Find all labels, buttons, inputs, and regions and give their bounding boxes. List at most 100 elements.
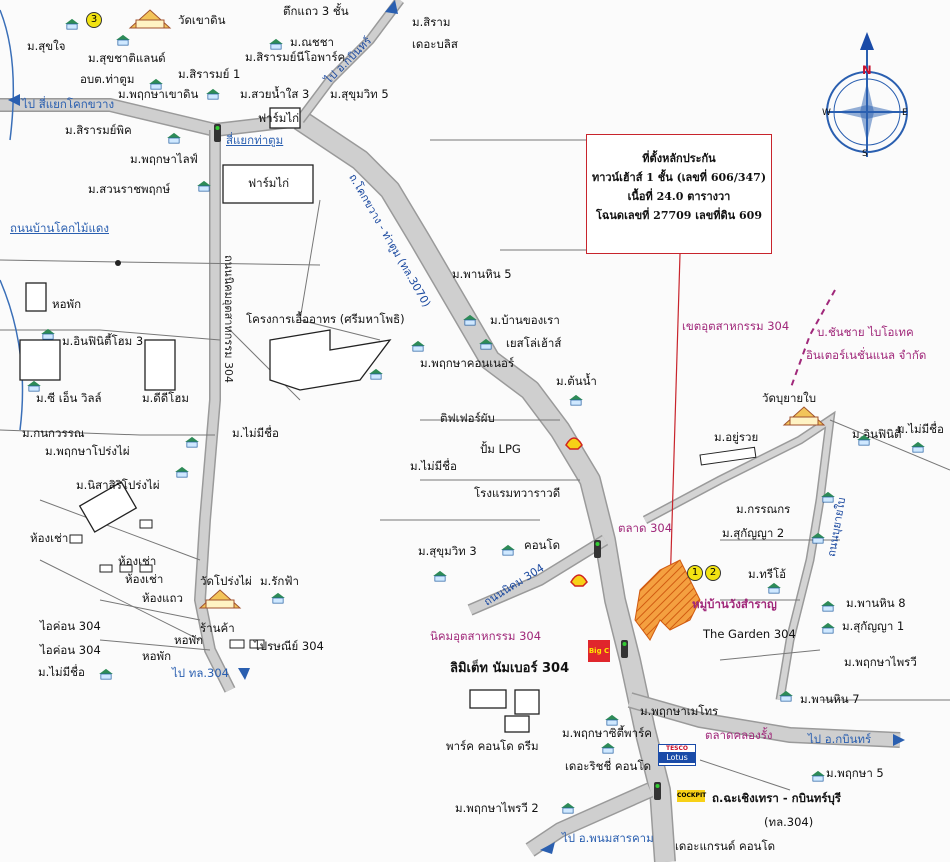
label-m-maimi-2: ม.ไม่มีชื่อ xyxy=(410,459,457,473)
label-m-inphinity3: ม.อินฟินิตี้โฮม 3 xyxy=(62,334,144,348)
label-condo: คอนโด xyxy=(524,538,561,552)
label-bchan: บ.ชันชาย ไบโอเทค xyxy=(817,325,914,339)
label-khet: เขตอุตสาหกรรม 304 xyxy=(682,319,790,333)
house-icon xyxy=(149,78,163,90)
label-m-pruksa-phrai2: ม.พฤกษาไพรวี 2 xyxy=(455,801,539,815)
label-m-pruksa-khaodin: ม.พฤกษาเขาดิน xyxy=(118,87,199,101)
house-icon xyxy=(27,380,41,392)
temple-icon xyxy=(782,406,826,426)
label-m-siram: ม.สิราม xyxy=(412,15,451,29)
label-m-pruksa-connor: ม.พฤกษาคอนเนอร์ xyxy=(420,356,515,370)
label-icon304-a: ไอค่อน 304 xyxy=(40,619,101,633)
label-m-gee-en: ม.ซี เอ็น วิลล์ xyxy=(36,391,102,405)
house-icon xyxy=(601,742,615,754)
house-icon xyxy=(857,434,871,446)
label-the-garden: The Garden 304 xyxy=(703,627,796,641)
label-m-pruksa5: ม.พฤกษา 5 xyxy=(826,766,884,780)
house-icon xyxy=(463,314,477,326)
house-icon xyxy=(206,88,220,100)
label-hotel: โรงแรมทวาราวดี xyxy=(474,486,561,500)
house-icon xyxy=(605,714,619,726)
label-tiffer: ติฟเฟอร์ผับ xyxy=(440,411,495,425)
label-m-suan-racha: ม.สวนราชพฤกษ์ xyxy=(88,182,171,196)
label-post: ไปรษณีย์ 304 xyxy=(254,639,324,653)
label-farm-kai-2: ฟาร์มไก่ xyxy=(248,176,290,190)
info-line-1: ที่ตั้งหลักประกัน xyxy=(642,152,716,165)
marker-1: 1 xyxy=(687,565,703,581)
label-m-rakfah: ม.รักฟ้า xyxy=(260,574,299,588)
compass-n: N xyxy=(862,63,872,77)
label-nikhom: นิคมอุตสาหกรรม 304 xyxy=(430,629,542,643)
house-icon xyxy=(116,34,130,46)
label-icon304-b: ไอค่อน 304 xyxy=(40,643,101,657)
label-wat-khao-din: วัดเขาดิน xyxy=(178,13,226,27)
big-c-logo: Big C xyxy=(588,640,610,662)
label-m-pruksa-life: ม.พฤกษาไลฟ์ xyxy=(130,152,198,166)
label-ho-pak: หอพัก xyxy=(52,297,82,311)
marker-3: 3 xyxy=(86,12,102,28)
temple-icon xyxy=(198,589,242,609)
info-line-4: โฉนดเลขที่ 27709 เลขที่ดิน 609 xyxy=(596,209,762,222)
house-icon xyxy=(911,441,925,453)
label-hong-chao-3: ห้องเช่า xyxy=(125,572,164,586)
label-hong-chao-2: ห้องเช่า xyxy=(118,554,157,568)
house-icon xyxy=(185,436,199,448)
label-m-deedee: ม.ดีดีโฮม xyxy=(142,391,189,405)
label-m-maimi-1: ม.ไม่มีชื่อ xyxy=(232,426,279,440)
label-m-ban-kong-rao: ม.บ้านของเรา xyxy=(490,313,560,327)
shell-station-icon xyxy=(570,574,588,587)
label-m-maimi-3: ม.ไม่มีชื่อ xyxy=(38,665,85,679)
house-icon xyxy=(433,570,447,582)
house-icon xyxy=(479,338,493,350)
label-m-pruksa-prongphai: ม.พฤกษาโปร่งไผ่ xyxy=(45,444,130,458)
label-hong-chao-1: ห้องเช่า xyxy=(30,531,69,545)
label-wat-buyai: วัดบุยายใบ xyxy=(762,391,817,405)
house-icon xyxy=(269,38,283,50)
label-m-maimi-4: ม.ไม่มีชื่อ xyxy=(897,422,944,436)
label-m-suchai: ม.สุขใจ xyxy=(27,39,66,53)
label-m-pruksa-park: ม.พฤกษาซิตี้พาร์ค xyxy=(562,726,652,740)
label-hong-thaew: ห้องแถว xyxy=(142,591,183,605)
house-icon xyxy=(271,592,285,604)
label-farm-kai-1: ฟาร์มไก่ xyxy=(258,111,300,125)
label-obt: อบต.ท่าตูม xyxy=(80,72,135,86)
label-m-sukchat: ม.สุขชาติแลนด์ xyxy=(88,51,166,65)
label-park-condo: พาร์ค คอนโด ดรีม xyxy=(446,739,539,753)
house-icon xyxy=(501,544,515,556)
house-icon xyxy=(821,600,835,612)
cockpit-logo: COCKPIT xyxy=(677,790,706,802)
house-icon xyxy=(175,466,189,478)
house-icon xyxy=(561,802,575,814)
house-icon xyxy=(811,770,825,782)
label-m-nisa: ม.นิสาสิริโปร่งไผ่ xyxy=(76,478,160,492)
compass-w: W xyxy=(822,108,831,118)
label-tl304: (ทล.304) xyxy=(764,815,814,829)
label-m-trio: ม.ทรีโอ้ xyxy=(748,567,787,581)
info-line-2: ทาวน์เฮ้าส์ 1 ชั้น (เลขที่ 606/347) xyxy=(591,171,767,184)
temple-icon xyxy=(128,9,172,29)
label-talad-klong: ตลาดคลองรั้ง xyxy=(705,728,773,742)
label-m-yuruay: ม.อยู่รวย xyxy=(714,430,759,444)
label-m-panhin5: ม.พานหิน 5 xyxy=(452,267,512,281)
house-icon xyxy=(767,582,781,594)
house-icon xyxy=(811,532,825,544)
label-to-sayaek: ไป สี่แยกโคกขวาง xyxy=(22,97,115,111)
tesco-lotus-logo: TESCO Lotus xyxy=(658,744,696,766)
house-icon xyxy=(41,328,55,340)
marker-2: 2 xyxy=(705,565,721,581)
label-talad-304: ตลาด 304 xyxy=(618,521,673,535)
house-icon xyxy=(569,394,583,406)
house-icon xyxy=(65,18,79,30)
label-m-pruksa-metro: ม.พฤกษาเมโทร xyxy=(640,704,719,718)
compass-s: S xyxy=(862,149,868,159)
collateral-info-box: ที่ตั้งหลักประกัน ทาวน์เฮ้าส์ 1 ชั้น (เล… xyxy=(586,134,772,254)
label-road-khok-mai: ถนนบ้านโคกไม้แดง xyxy=(10,221,109,235)
label-to-kabin: ไป อ.กบินทร์ xyxy=(808,732,872,746)
label-wat-prongphai: วัดโปร่งไผ่ xyxy=(200,574,252,588)
label-tuk-thaew: ตึกแถว 3 ชั้น xyxy=(283,4,349,18)
house-icon xyxy=(821,491,835,503)
label-m-tonnam: ม.ต้นน้ำ xyxy=(556,374,597,388)
label-sayaek-tatum: สี่แยกท่าตูม xyxy=(226,133,284,147)
